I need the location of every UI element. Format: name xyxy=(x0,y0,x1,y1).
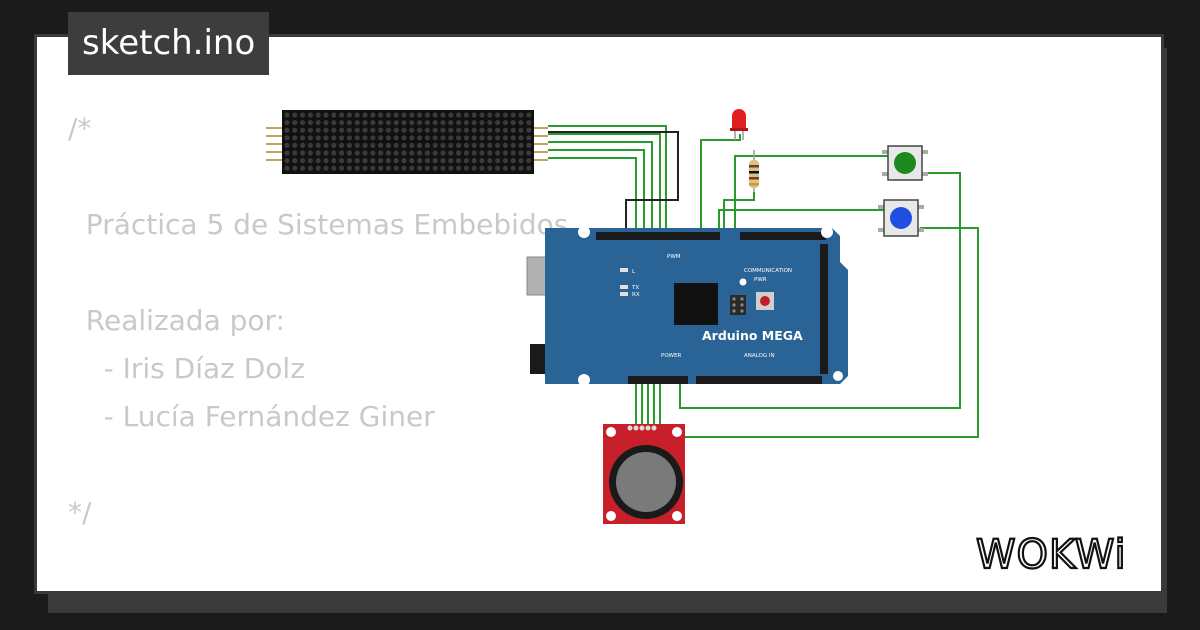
blue-pushbutton[interactable] xyxy=(878,199,924,237)
board-name: Arduino MEGA xyxy=(702,328,803,343)
l-label: L xyxy=(632,269,636,275)
analog-in-label: ANALOG IN xyxy=(744,353,775,359)
pwr-label: PWR xyxy=(754,277,767,283)
led-matrix xyxy=(266,110,548,174)
sketch-filename: sketch.ino xyxy=(68,12,270,75)
wire-gnd xyxy=(548,131,679,238)
code-line: */ xyxy=(68,496,92,529)
power-label: POWER xyxy=(661,353,682,359)
code-line: - Iris Díaz Dolz xyxy=(68,352,305,385)
joystick-module[interactable] xyxy=(603,424,685,524)
resistor xyxy=(749,150,759,192)
wokwi-logo-text: WOKWi xyxy=(976,532,1127,578)
communication-label: COMMUNICATION xyxy=(744,268,792,274)
wires xyxy=(548,125,979,438)
arduino-mega-board: Arduino MEGA PWM COMMUNICATION ANALOG IN… xyxy=(526,226,848,386)
green-pushbutton[interactable] xyxy=(882,145,928,181)
wokwi-logo: WOKWi xyxy=(975,531,1127,579)
pwm-label: PWM xyxy=(667,254,681,260)
tx-label: TX xyxy=(631,285,639,291)
code-line: Realizada por: xyxy=(68,304,285,337)
code-preview: /* Práctica 5 de Sistemas Embebidos Real… xyxy=(68,105,635,591)
code-line: Práctica 5 de Sistemas Embebidos xyxy=(68,208,569,241)
code-line: - Lucía Fernández Giner xyxy=(68,400,435,433)
rx-label: RX xyxy=(632,292,640,298)
code-line: /* xyxy=(68,112,92,145)
red-led xyxy=(730,109,748,140)
